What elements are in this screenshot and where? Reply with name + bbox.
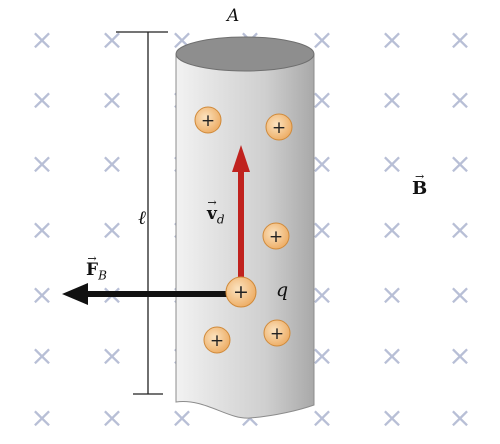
vector-arrow-icon: → xyxy=(415,170,425,183)
positive-charge-icon: + xyxy=(194,106,222,134)
charge-sign: + xyxy=(272,118,286,138)
positive-charge-icon: + xyxy=(225,276,257,308)
field-into-page-icon: × xyxy=(100,213,123,246)
field-into-page-icon: × xyxy=(310,278,333,311)
area-label: A xyxy=(227,6,240,26)
vector-arrow-icon: → xyxy=(207,196,217,209)
charge-sign: + xyxy=(233,281,249,303)
field-into-page-icon: × xyxy=(448,23,471,56)
length-label: ℓ xyxy=(138,207,146,229)
field-into-page-icon: × xyxy=(448,83,471,116)
field-into-page-icon: × xyxy=(310,401,333,434)
field-into-page-icon: × xyxy=(100,23,123,56)
field-into-page-icon: × xyxy=(30,83,53,116)
field-into-page-icon: × xyxy=(448,401,471,434)
charge-sign: + xyxy=(269,227,283,247)
positive-charges: + + + + + + xyxy=(194,106,293,354)
field-into-page-icon: × xyxy=(310,147,333,180)
charge-sign: + xyxy=(201,111,215,131)
wire-body xyxy=(175,53,315,419)
field-into-page-icon: × xyxy=(448,213,471,246)
field-into-page-icon: × xyxy=(380,213,403,246)
charge-label: q xyxy=(276,279,289,301)
magnetic-field-label: →B xyxy=(412,170,428,199)
positive-charge-icon: + xyxy=(203,326,231,354)
field-into-page-icon: × xyxy=(30,213,53,246)
field-into-page-icon: × xyxy=(30,278,53,311)
field-into-page-icon: × xyxy=(380,339,403,372)
field-into-page-icon: × xyxy=(380,23,403,56)
field-into-page-icon: × xyxy=(100,401,123,434)
positive-charge-icon: + xyxy=(265,113,293,141)
positive-charge-icon: + xyxy=(262,222,290,250)
wire-cylinder xyxy=(175,36,315,419)
field-into-page-icon: × xyxy=(310,23,333,56)
field-into-page-icon: × xyxy=(30,401,53,434)
field-into-page-icon: × xyxy=(380,401,403,434)
field-into-page-icon: × xyxy=(310,83,333,116)
field-into-page-icon: × xyxy=(100,339,123,372)
charge-sign: + xyxy=(270,324,284,344)
field-into-page-icon: × xyxy=(380,83,403,116)
field-into-page-icon: × xyxy=(100,83,123,116)
drift-velocity-label: →vd xyxy=(207,196,225,227)
field-into-page-icon: × xyxy=(30,147,53,180)
field-into-page-icon: × xyxy=(100,147,123,180)
field-into-page-icon: × xyxy=(30,339,53,372)
field-into-page-icon: × xyxy=(310,213,333,246)
field-into-page-icon: × xyxy=(310,339,333,372)
vector-arrow-icon: → xyxy=(87,252,97,265)
magnetic-force-label: →FB xyxy=(86,252,107,283)
positive-charge-icon: + xyxy=(263,319,291,347)
field-into-page-icon: × xyxy=(30,23,53,56)
field-into-page-icon: × xyxy=(448,339,471,372)
magnetic-force-arrow xyxy=(62,283,230,305)
field-into-page-icon: × xyxy=(170,401,193,434)
charge-sign: + xyxy=(210,331,224,351)
field-into-page-icon: × xyxy=(380,278,403,311)
wire-cross-section xyxy=(175,36,315,72)
drift-velocity-arrow xyxy=(232,145,250,284)
length-bracket xyxy=(116,31,168,395)
field-into-page-icon: × xyxy=(448,278,471,311)
field-into-page-icon: × xyxy=(448,147,471,180)
field-into-page-icon: × xyxy=(380,147,403,180)
